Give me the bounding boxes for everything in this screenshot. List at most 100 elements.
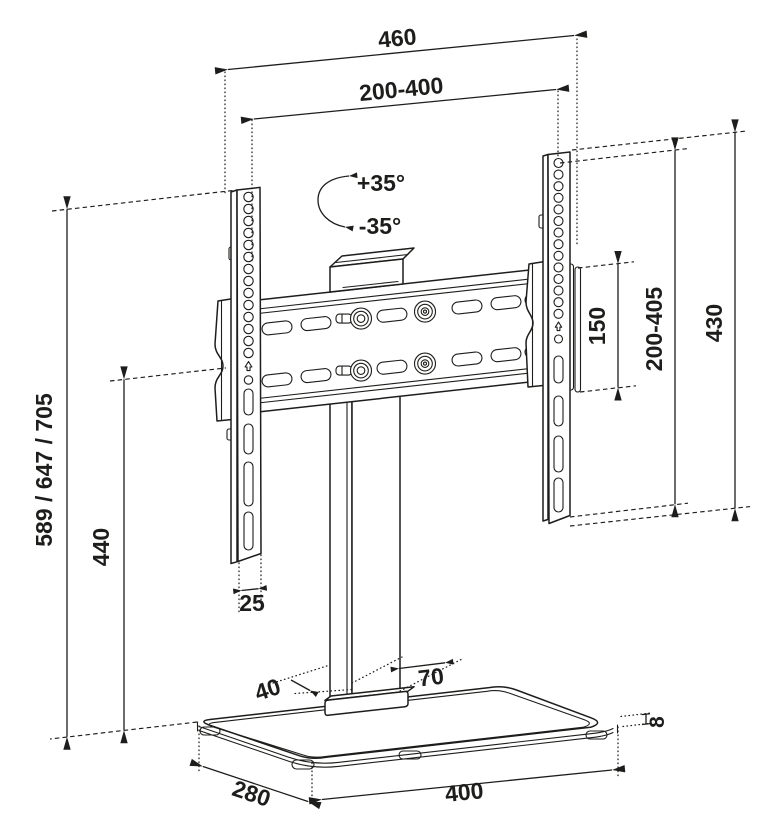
plate-slot	[376, 359, 408, 375]
mounting-hole	[553, 262, 564, 273]
mounting-slot	[243, 423, 254, 455]
dim-label-column-width: 70	[417, 663, 446, 692]
screw-dot	[422, 309, 428, 314]
knob-center	[356, 314, 366, 323]
dim-bracket-drop: 440	[88, 366, 227, 744]
dim-strip-width: 25	[232, 554, 268, 616]
dimension-line	[240, 84, 570, 124]
mounting-hole	[553, 285, 564, 296]
screw-rim	[417, 303, 433, 320]
screw-head-lower-right	[413, 352, 437, 375]
extension-line	[294, 688, 353, 695]
plate-bottom-fold-line-2	[257, 365, 549, 400]
plate-slot	[451, 351, 483, 367]
dim-swivel-angle: +35° -35°	[317, 170, 405, 239]
plate-slot	[300, 368, 332, 384]
mounting-hole	[243, 263, 254, 275]
leader-line	[579, 385, 637, 393]
mounting-slot	[243, 511, 254, 551]
pedestal-column	[324, 383, 415, 717]
plate-slot	[490, 295, 522, 311]
mounting-hole	[243, 251, 254, 263]
dim-label-bracket-height: 430	[701, 304, 727, 342]
mounting-hole	[553, 181, 564, 192]
dim-vesa-width: 200-400	[240, 72, 570, 264]
clamp-box	[329, 247, 415, 293]
mounting-hole	[553, 192, 564, 203]
base-top-inner-line	[208, 690, 590, 758]
dim-column-width: 70	[351, 656, 463, 692]
mounting-hole	[243, 375, 254, 385]
mounting-slot	[553, 355, 564, 384]
mount-plate-face	[257, 267, 549, 413]
dimension-line	[232, 584, 268, 595]
extension-line	[399, 658, 463, 692]
dim-label-overall-heights: 589 / 647 / 705	[31, 393, 57, 547]
mounting-slot	[243, 388, 254, 416]
mounting-hole	[243, 347, 254, 359]
leader-arrow	[290, 679, 319, 698]
leader-line	[559, 148, 689, 164]
strip-left-holes	[243, 191, 254, 551]
mounting-hole	[553, 250, 564, 261]
mounting-hole	[243, 215, 254, 227]
mounting-hole	[243, 239, 254, 251]
screw-dot	[422, 361, 428, 366]
dim-label-column-depth: 40	[251, 673, 283, 706]
column-flange-front	[324, 690, 409, 717]
leader-line	[569, 506, 751, 527]
mounting-hole	[553, 297, 564, 308]
mounting-slot	[553, 395, 564, 427]
knob-rim	[353, 310, 369, 327]
dimension-line	[308, 765, 626, 805]
dimension-line	[189, 758, 322, 810]
dim-rail-height: 150	[577, 251, 637, 401]
leader-line	[569, 502, 689, 518]
vesa-strip-right	[525, 151, 582, 525]
clamp-box-front	[329, 258, 404, 293]
mounting-slot	[243, 461, 254, 507]
plate-slots-upper-row	[261, 291, 556, 336]
clamp-box-base-line	[342, 280, 399, 289]
column-left-face	[329, 388, 353, 701]
leader-line	[51, 189, 238, 212]
knob-rim	[353, 362, 369, 379]
mounting-hole	[553, 169, 564, 180]
plate-slot	[261, 320, 293, 336]
mounting-hole	[243, 227, 254, 239]
dim-total-width: 460	[214, 23, 588, 248]
mounting-hole	[243, 203, 254, 215]
plate-slot	[261, 372, 293, 388]
mounting-hole	[553, 334, 564, 344]
thumbscrew-knob-upper-left	[335, 307, 373, 330]
screw-center	[420, 307, 430, 316]
dim-glass-thickness: 8	[620, 712, 669, 728]
extension-line	[272, 664, 331, 684]
plate-slots-lower-row	[261, 343, 556, 388]
thickness-tick-cap	[641, 722, 651, 726]
dim-label-swivel-down: -35°	[359, 213, 401, 239]
plate-slot	[300, 316, 332, 332]
base-top-surface	[203, 685, 599, 760]
plate-slot	[376, 307, 408, 323]
leader-line	[49, 721, 198, 740]
leader-line	[109, 367, 227, 382]
mounting-hole	[553, 273, 564, 285]
mounting-hole	[243, 311, 254, 323]
leader-line	[577, 261, 635, 269]
dim-label-swivel-up: +35°	[357, 170, 405, 196]
strip-left-side-face	[230, 189, 238, 565]
column-flange-top	[324, 686, 415, 702]
leader-line	[571, 130, 749, 151]
column-front-face	[351, 383, 401, 698]
thumbscrew-shaft	[335, 365, 353, 376]
screw-rim	[417, 355, 433, 372]
extension-line	[351, 656, 403, 684]
dim-label-glass-thickness: 8	[646, 716, 669, 728]
mounting-hole	[243, 299, 254, 311]
mounting-hole	[243, 275, 254, 287]
mounting-hole	[553, 308, 564, 319]
dim-vesa-height: 200-405	[559, 137, 689, 518]
